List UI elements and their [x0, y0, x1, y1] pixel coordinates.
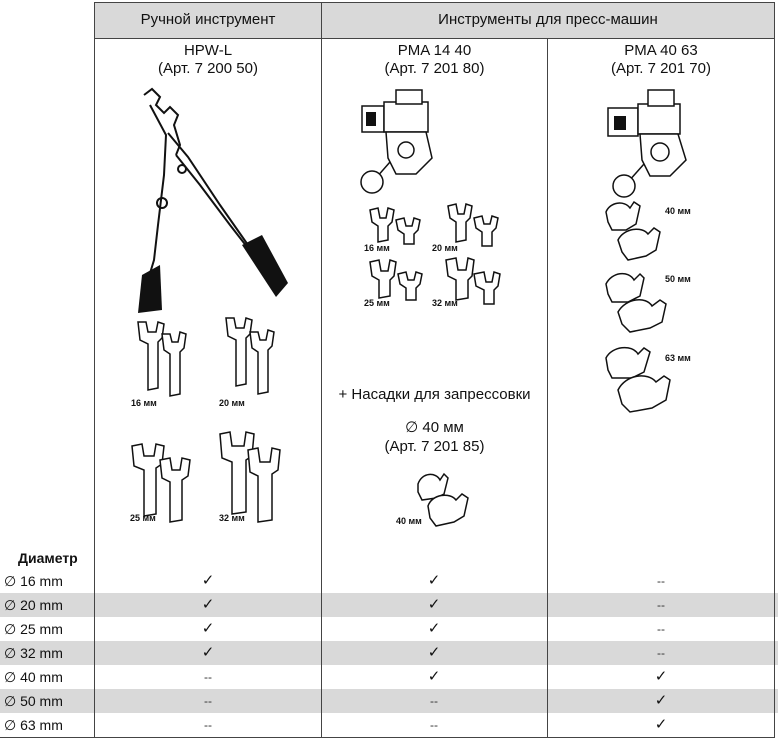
insert-size-label: 25 мм — [130, 513, 156, 523]
grid-line — [321, 2, 322, 737]
insert-jaw-illustration — [225, 317, 275, 395]
insert-pair-illustration — [369, 207, 421, 245]
insert-jaw-illustration — [137, 321, 187, 397]
cell-pma1440: ✓ — [427, 644, 441, 661]
cell-pma1440: -- — [430, 694, 438, 708]
row-label: ∅ 50 mm — [4, 693, 63, 709]
cell-hpw: ✓ — [201, 572, 215, 589]
cell-pma4063: ✓ — [654, 716, 668, 733]
insert-jaw-illustration — [131, 443, 191, 523]
insert-40mm-illustration — [417, 472, 469, 527]
row-band-20 — [0, 593, 778, 617]
addon-size: ∅ 40 мм — [405, 419, 464, 436]
cell-pma4063: -- — [657, 574, 665, 588]
cell-pma4063: -- — [657, 622, 665, 636]
product-article: (Арт. 7 201 80) — [384, 60, 485, 77]
cell-hpw: ✓ — [201, 596, 215, 613]
grid-line — [0, 737, 775, 738]
row-label: ∅ 20 mm — [4, 597, 63, 613]
product-name: PMA 40 63 — [624, 42, 698, 59]
cell-hpw: ✓ — [201, 620, 215, 637]
insert-size-label: 32 мм — [432, 298, 458, 308]
cell-hpw: -- — [204, 694, 212, 708]
insert-size-label: 40 мм — [396, 516, 422, 526]
cell-pma1440: ✓ — [427, 668, 441, 685]
product-article: (Арт. 7 200 50) — [158, 60, 258, 77]
cell-pma4063: ✓ — [654, 668, 668, 685]
row-band-32 — [0, 641, 778, 665]
grid-line — [94, 2, 775, 3]
grid-line — [94, 2, 95, 737]
header-press-tools: Инструменты для пресс-машин — [322, 2, 774, 38]
insert-pair-illustration — [445, 257, 501, 305]
insert-size-label: 40 мм — [665, 206, 691, 216]
insert-pair-illustration — [369, 259, 423, 301]
insert-size-label: 63 мм — [665, 353, 691, 363]
product-name: HPW-L — [183, 42, 233, 59]
cell-hpw: -- — [204, 718, 212, 732]
cell-pma1440: ✓ — [427, 596, 441, 613]
insert-pair-illustration — [605, 272, 667, 333]
insert-size-label: 25 мм — [364, 298, 390, 308]
cell-pma4063: -- — [657, 598, 665, 612]
insert-size-label: 50 мм — [665, 274, 691, 284]
cell-pma4063: ✓ — [654, 692, 668, 709]
insert-size-label: 16 мм — [131, 398, 157, 408]
insert-size-label: 32 мм — [219, 513, 245, 523]
press-machine-illustration — [360, 89, 433, 194]
hand-press-tool-illustration — [138, 87, 288, 313]
addon-article: (Арт. 7 201 85) — [384, 438, 485, 455]
insert-size-label: 20 мм — [219, 398, 245, 408]
product-pma-40-63: PMA 40 63 (Арт. 7 201 70) — [548, 42, 774, 78]
product-hpw-l: HPW-L (Арт. 7 200 50) — [95, 42, 321, 78]
cell-pma1440: -- — [430, 718, 438, 732]
grid-line — [774, 2, 775, 737]
grid-line — [94, 38, 775, 39]
press-machine-illustration — [607, 89, 687, 198]
cell-hpw: -- — [204, 670, 212, 684]
row-label: ∅ 16 mm — [4, 573, 63, 589]
row-band-50 — [0, 689, 778, 713]
product-article: (Арт. 7 201 70) — [611, 60, 711, 77]
insert-pair-illustration — [605, 200, 661, 261]
insert-jaw-illustration — [219, 431, 281, 523]
grid-line — [547, 38, 548, 737]
insert-pair-illustration — [605, 346, 671, 413]
addon-title: + Насадки для запрессовки — [338, 386, 531, 403]
row-label: ∅ 32 mm — [4, 645, 63, 661]
insert-size-label: 20 мм — [432, 243, 458, 253]
product-pma-14-40: PMA 14 40 (Арт. 7 201 80) — [322, 42, 547, 78]
product-name: PMA 14 40 — [397, 42, 472, 59]
row-label: ∅ 25 mm — [4, 621, 63, 637]
diameter-heading: Диаметр — [18, 550, 78, 566]
row-label: ∅ 40 mm — [4, 669, 63, 685]
cell-pma4063: -- — [657, 646, 665, 660]
cell-pma1440: ✓ — [427, 620, 441, 637]
cell-pma1440: ✓ — [427, 572, 441, 589]
insert-size-label: 16 мм — [364, 243, 390, 253]
cell-hpw: ✓ — [201, 644, 215, 661]
insert-pair-illustration — [447, 203, 499, 247]
header-manual-tools: Ручной инструмент — [95, 2, 321, 38]
row-label: ∅ 63 mm — [4, 717, 63, 733]
